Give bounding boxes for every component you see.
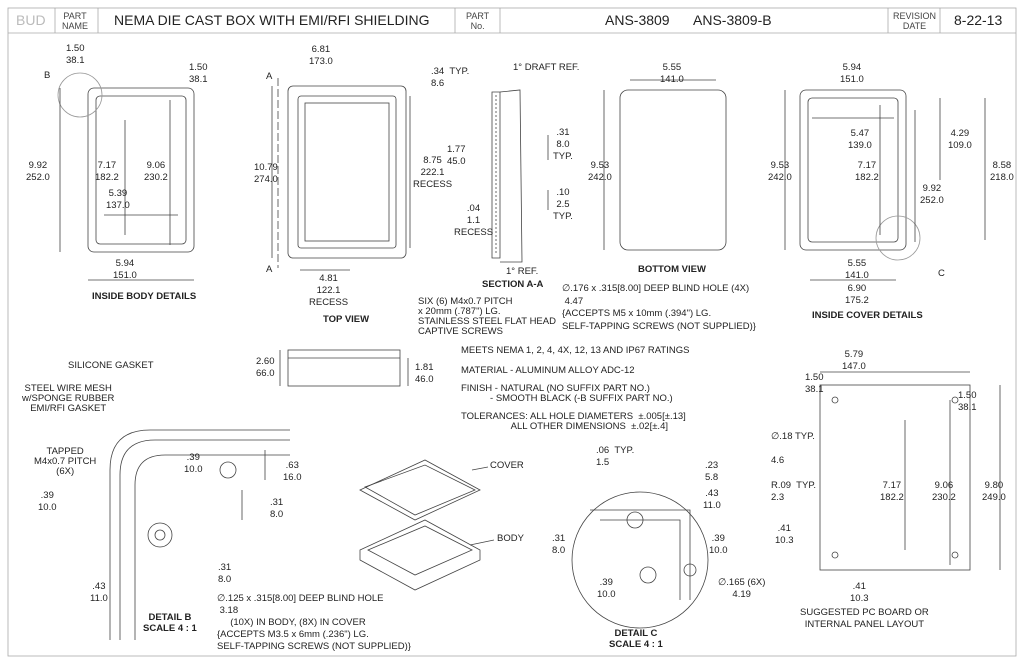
section-marker: A [266,264,273,275]
dim: .39 10.0 [597,577,616,600]
dim: 5.94 151.0 [840,62,864,85]
dim: 4.81 122.1 RECESS [309,273,349,308]
dim: 1.77 45.0 [447,144,466,167]
view-title: TOP VIEW [323,314,370,325]
dim: 8.58 218.0 [990,160,1014,183]
dim: 7.17 182.2 [95,160,119,183]
dim: .43 11.0 [90,581,108,604]
dim: ∅.165 (6X) 4.19 [718,577,766,600]
note-finish: FINISH - NATURAL (NO SUFFIX PART NO.) - … [461,383,673,404]
dim: 8.75 222.1 RECESS [413,155,453,190]
screws-note: SIX (6) M4x0.7 PITCH x 20mm (.787") LG. … [418,296,556,337]
gasket-label: SILICONE GASKET [68,360,154,371]
dim: 5.55 141.0 [845,258,869,281]
dim: 5.79 147.0 [842,349,866,372]
dim: 9.92 252.0 [26,160,50,183]
logo: BUD [16,12,46,28]
note-nema: MEETS NEMA 1, 2, 4, 4X, 12, 13 AND IP67 … [461,345,690,356]
inside-body-view [57,72,195,281]
detail-marker: B [44,70,51,81]
dim: 1.50 38.1 [958,390,977,413]
dim: 9.53 242.0 [768,160,792,183]
dim: .41 10.3 [850,581,869,604]
dim: 7.17 182.2 [880,480,904,503]
dim: .39 10.0 [38,490,57,513]
view-title: SUGGESTED PC BOARD OR INTERNAL PANEL LAY… [800,607,929,630]
dim: 2.60 66.0 [256,356,275,379]
part-no-label: PART No. [466,11,490,31]
exploded-view [359,459,495,591]
part-no-1: ANS-3809 [605,12,670,28]
dim: R.09 TYP. 2.3 [771,480,817,503]
part-name: NEMA DIE CAST BOX WITH EMI/RFI SHIELDING [114,12,430,28]
cover-label: COVER [490,460,524,471]
section-marker: A [266,71,273,82]
part-name-label: PART NAME [62,11,89,31]
dim: .63 16.0 [283,460,302,483]
mesh-label: STEEL WIRE MESH w/SPONGE RUBBER EMI/RFI … [22,383,115,414]
dim: .06 TYP. 1.5 [596,445,635,468]
dim: 6.81 173.0 [309,44,333,67]
view-title: INSIDE BODY DETAILS [92,291,197,302]
revision-label: REVISION DATE [893,11,937,31]
dim: .39 10.0 [709,533,728,556]
side-view [279,349,409,387]
part-no-2: ANS-3809-B [693,12,772,28]
note-material: MATERIAL - ALUMINUM ALLOY ADC-12 [461,365,635,376]
dim: 9.92 252.0 [920,183,944,206]
dim: ∅.18 TYP. 4.6 [771,431,815,466]
revision-date: 8-22-13 [954,12,1003,28]
dim: .31 8.0 TYP. [553,127,573,162]
tapped-label: TAPPED M4x0.7 PITCH (6X) [34,446,97,477]
detail-b-view [109,429,290,640]
dim: .23 5.8 [705,460,719,483]
view-title: DETAIL B SCALE 4 : 1 [143,612,197,634]
dim: 5.55 141.0 [660,62,684,85]
dim: 5.39 137.0 [106,188,130,211]
dim: .39 10.0 [184,452,203,475]
dim: .04 1.1 RECESS [454,203,494,238]
dim: .10 2.5 TYP. [553,187,573,222]
detail-marker: C [938,268,945,279]
dim: 5.47 139.0 [848,128,872,151]
ref-note: 1° REF. [506,266,539,277]
view-title: DETAIL C SCALE 4 : 1 [609,628,663,650]
dim: 5.94 151.0 [113,258,137,281]
pc-board-view [819,371,1001,571]
dim: 9.53 242.0 [588,160,612,183]
dim: 1.81 46.0 [415,362,434,385]
body-label: BODY [497,533,524,544]
section-a-a [491,89,549,263]
hole-note: ∅.176 x .315[8.00] DEEP BLIND HOLE (4X) … [562,283,756,332]
dim: .31 8.0 [552,533,566,556]
dim: 9.80 249.0 [982,480,1006,503]
view-title: SECTION A-A [482,279,544,290]
detail-c-view [571,491,709,629]
dim: .41 10.3 [775,523,794,546]
dim: 4.29 109.0 [948,128,972,151]
hole-note: ∅.125 x .315[8.00] DEEP BLIND HOLE 3.18 … [217,593,411,652]
draft-note: 1° DRAFT REF. [513,62,580,73]
dim: .31 8.0 [218,562,232,585]
dim: 1.50 38.1 [189,62,208,85]
dim: 10.79 274.0 [254,162,278,185]
dim: 9.06 230.2 [932,480,956,503]
dim: 7.17 182.2 [855,160,879,183]
view-title: BOTTOM VIEW [638,264,706,275]
note-tolerances: TOLERANCES: ALL HOLE DIAMETERS ±.005[±.1… [461,411,686,432]
dim: 9.06 230.2 [144,160,168,183]
top-view [271,78,411,271]
dim: .34 TYP. 8.6 [431,66,470,89]
inside-cover-view [784,89,986,281]
dim: .43 11.0 [703,488,721,511]
dim: 1.50 38.1 [805,372,824,395]
dim: 1.50 38.1 [66,43,85,66]
view-title: INSIDE COVER DETAILS [812,310,923,321]
dim: 6.90 175.2 [845,283,869,306]
bottom-view [603,79,727,251]
dim: .31 8.0 [270,497,284,520]
